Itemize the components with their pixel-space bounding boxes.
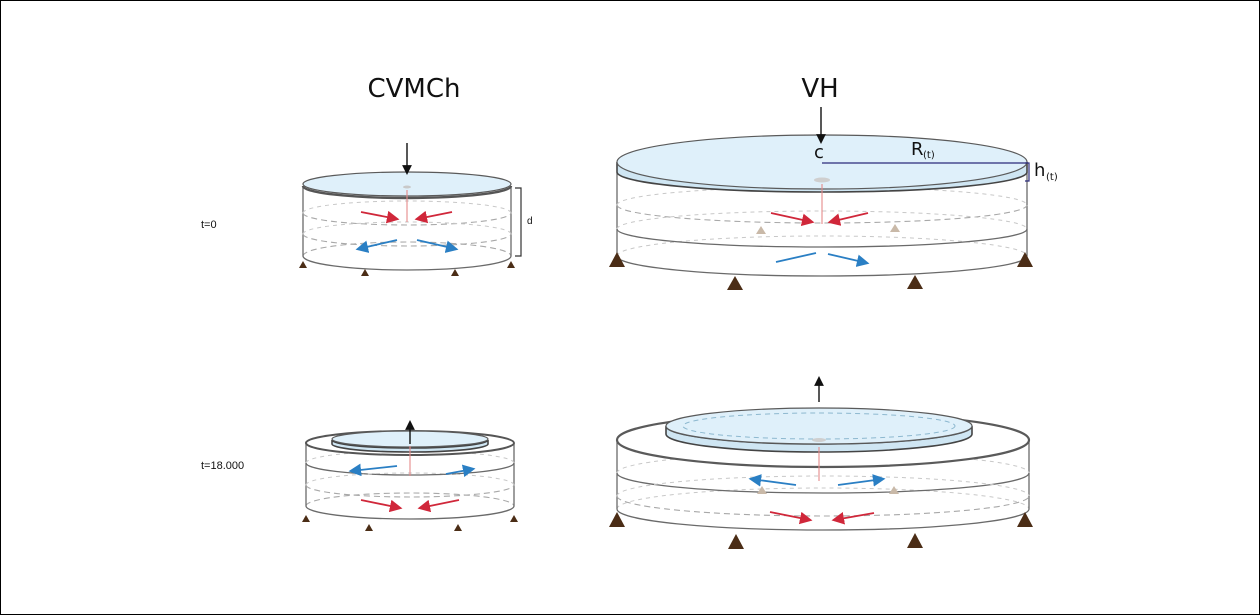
support-foot: [451, 269, 459, 276]
cvmch-t18000-cylinder: [302, 420, 518, 531]
support-foot: [361, 269, 369, 276]
outflow-arrow-left: [775, 252, 817, 263]
cvmch-t0-cylinder: d: [299, 143, 533, 276]
inflow-arrow-right: [414, 210, 453, 224]
layer-lower-back: [616, 475, 1030, 497]
radius-label: R: [911, 139, 924, 160]
inner-marker: [889, 486, 899, 494]
height-label: h: [1034, 160, 1045, 181]
support-foot: [907, 533, 923, 548]
outflow-arrow-left: [348, 463, 398, 477]
support-foot: [727, 276, 743, 290]
center-label: c: [814, 142, 824, 163]
lid-center-dot: [403, 185, 411, 189]
column-title-vh: VH: [801, 74, 838, 104]
cylinder-bottom-back: [305, 492, 515, 507]
cylinder-bottom-rim: [616, 508, 1030, 531]
inflow-arrow-left: [770, 212, 815, 226]
inflow-arrow-left: [360, 210, 400, 224]
column-title-cvmch: CVMCh: [367, 74, 460, 104]
layer-lower-front: [616, 495, 1030, 517]
support-foot: [728, 534, 744, 549]
lid-center-dot: [812, 438, 826, 442]
cylinder-bottom-back: [616, 487, 1030, 510]
outflow-arrow-left: [748, 474, 797, 487]
depth-label: d: [527, 216, 533, 227]
inflow-arrow-right: [827, 212, 869, 226]
layer-lower-front: [305, 484, 515, 498]
vh-t18000-cylinder: [609, 376, 1033, 549]
depth-bracket: [515, 187, 522, 257]
support-foot: [1017, 512, 1033, 527]
layer-lower-back: [616, 210, 1028, 230]
cylinder-bottom-rim: [305, 505, 515, 520]
radius-subscript: (t): [923, 150, 935, 161]
outflow-arrow-right: [416, 239, 459, 253]
support-foot: [510, 515, 518, 522]
layer-upper-front: [302, 212, 512, 226]
inflow-arrow-left: [769, 511, 813, 525]
outflow-arrow-right: [837, 474, 886, 487]
inner-marker: [890, 224, 900, 232]
lid-disc-side: [331, 439, 489, 453]
support-foot: [299, 261, 307, 268]
inflow-arrow-right: [831, 512, 875, 525]
layer-upper-back: [616, 186, 1028, 206]
support-foot: [609, 512, 625, 527]
cylinder-bottom-back: [302, 241, 512, 257]
support-foot: [365, 524, 373, 531]
lid-center-dot: [814, 177, 830, 183]
support-foot: [1017, 252, 1033, 267]
height-subscript: (t): [1046, 172, 1058, 183]
inflow-arrow-left: [360, 499, 403, 513]
lid-disc: [665, 407, 973, 445]
layer-upper-front: [616, 472, 1030, 494]
row-label-t0: t=0: [201, 219, 217, 231]
outflow-arrow-left: [355, 239, 398, 253]
support-foot: [609, 252, 625, 267]
outflow-arrow-right: [445, 464, 476, 478]
support-foot: [302, 515, 310, 522]
outflow-arrow-right: [827, 253, 870, 267]
layer-upper-front: [616, 204, 1028, 224]
support-foot: [907, 275, 923, 289]
layer-lower-front: [616, 228, 1028, 248]
inflow-arrow-right: [417, 499, 460, 513]
vh-t0-cylinder: c R (t) h (t): [609, 107, 1058, 290]
layer-lower-back: [302, 221, 512, 235]
row-label-t18000: t=18.000: [201, 460, 244, 472]
layer-lower-front: [302, 233, 512, 247]
inner-marker: [756, 226, 766, 234]
support-foot: [507, 261, 515, 268]
support-foot: [454, 524, 462, 531]
cylinder-bottom-back: [616, 235, 1028, 257]
inner-marker: [757, 486, 767, 494]
cylinder-bottom-rim: [302, 255, 512, 271]
cylinder-bottom-rim: [616, 255, 1028, 277]
height-bracket: [1025, 162, 1030, 182]
